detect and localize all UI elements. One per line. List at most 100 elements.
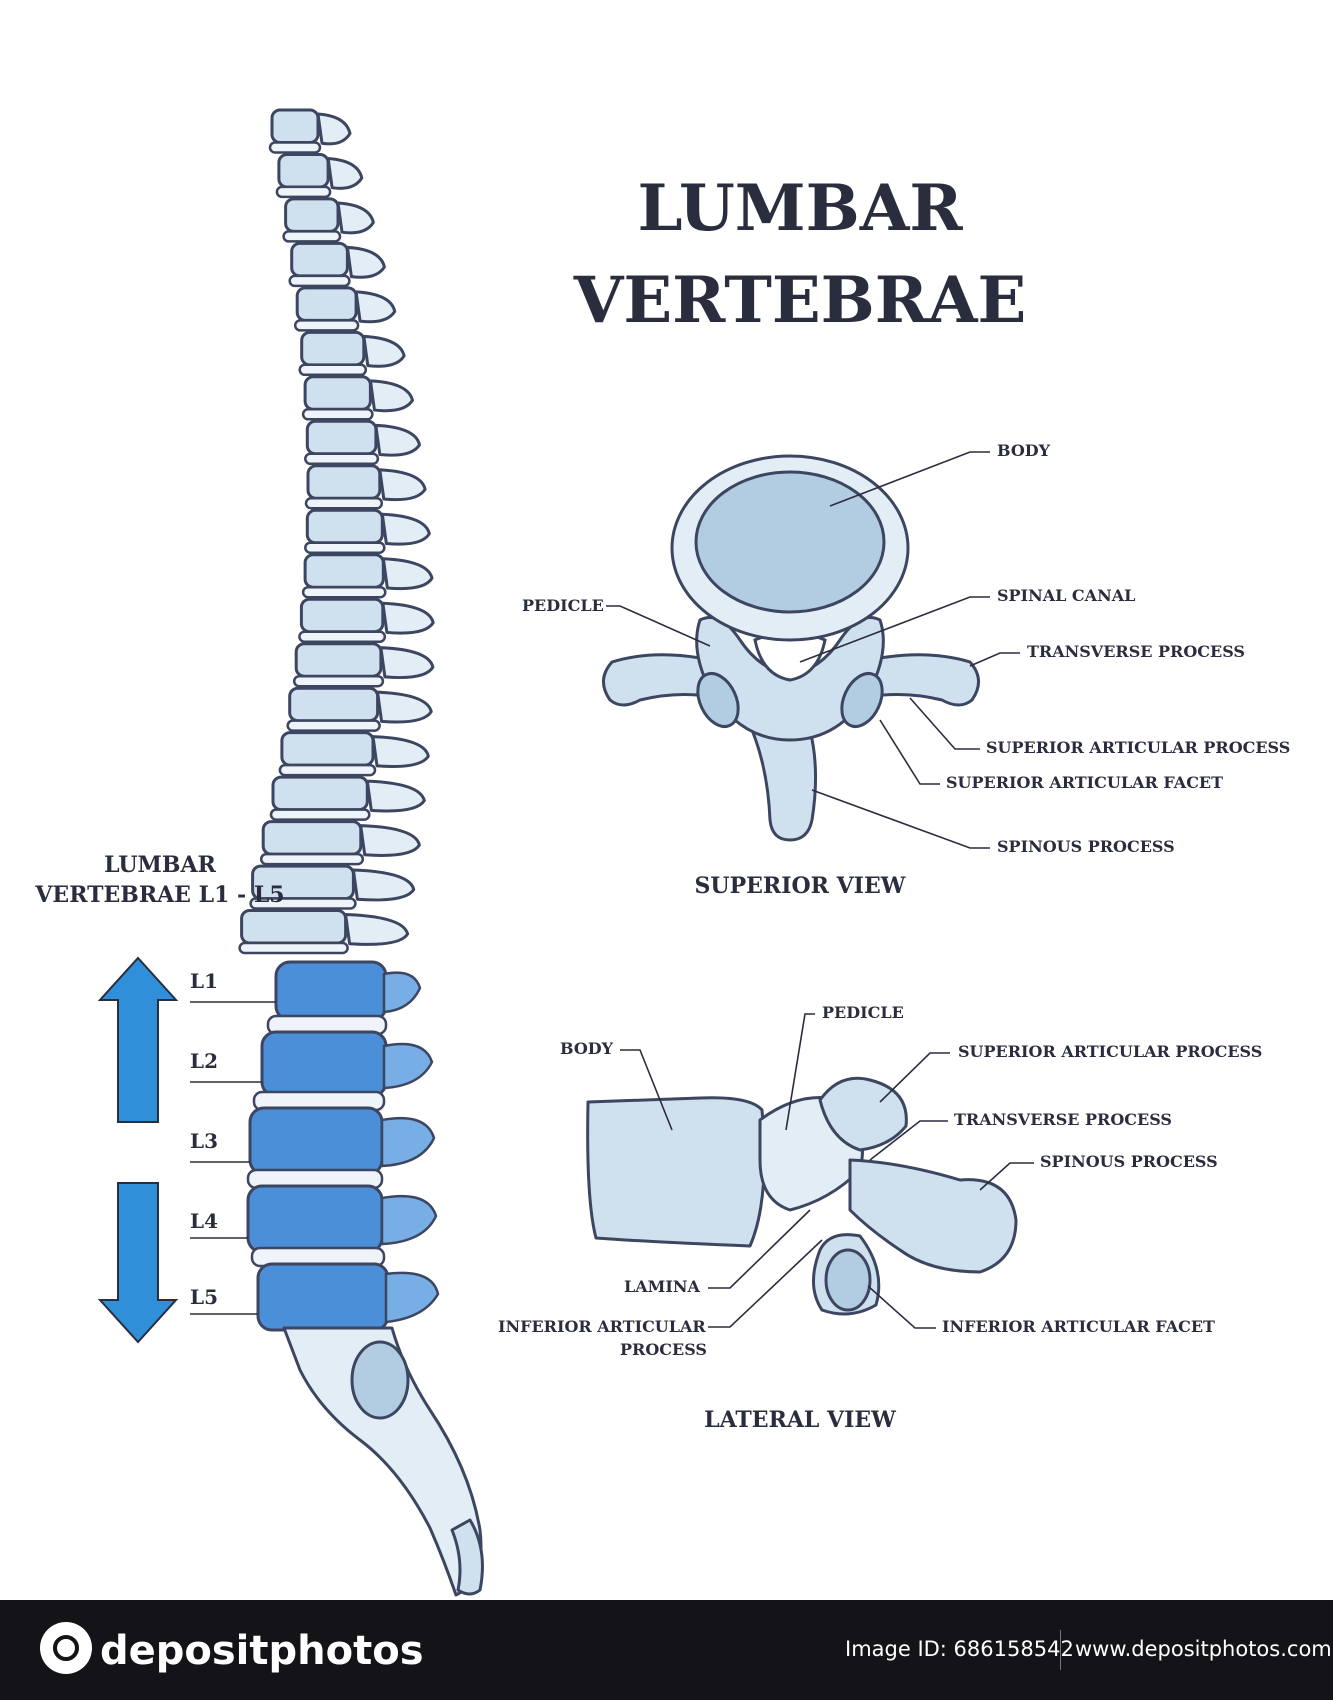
vertebra-upper [270, 108, 320, 144]
lat-label-inferior-articular-process-2: PROCESS [620, 1340, 707, 1359]
arrow-up-icon [97, 956, 179, 1123]
disc-upper [288, 274, 351, 288]
footer-url[interactable]: www.depositphotos.com [1075, 1637, 1332, 1661]
disc-upper [286, 719, 381, 732]
vertebra-upper [280, 731, 375, 767]
sacrum [282, 1326, 483, 1597]
lat-label-inferior-articular-process-1: INFERIOR ARTICULAR [498, 1317, 706, 1336]
footer-bar: depositphotos Image ID: 686158542 www.de… [0, 1600, 1333, 1700]
level-label-l1: L1 [190, 969, 218, 993]
lat-label-lamina: LAMINA [624, 1277, 700, 1296]
lat-label-superior-articular-process: SUPERIOR ARTICULAR PROCESS [958, 1042, 1262, 1061]
superior-view-caption: SUPERIOR VIEW [695, 873, 906, 899]
lat-label-inferior-articular-facet: INFERIOR ARTICULAR FACET [942, 1317, 1215, 1336]
footer-divider [1060, 1630, 1061, 1670]
spinous-process-upper [354, 290, 397, 324]
disc-upper [269, 808, 371, 821]
disc-upper [259, 852, 365, 866]
vertebra-upper [303, 553, 385, 589]
level-label-l5: L5 [190, 1285, 218, 1309]
vertebra-upper [290, 241, 349, 278]
vertebra-upper [305, 508, 384, 545]
level-label-l4: L4 [190, 1209, 218, 1233]
disc-upper [278, 763, 377, 777]
disc-upper [301, 585, 387, 599]
sup-label-superior-articular-process: SUPERIOR ARTICULAR PROCESS [986, 738, 1290, 757]
spinous-process-upper [379, 646, 435, 680]
sup-label-body: BODY [997, 441, 1051, 460]
vertebra-upper [261, 820, 363, 856]
disc-upper [238, 941, 349, 955]
vertebra-upper [240, 909, 348, 945]
vertebra-l2 [260, 1030, 388, 1098]
spinous-process-upper [381, 557, 434, 591]
vertebra-upper [295, 286, 358, 322]
vertebra-upper [300, 330, 366, 367]
vertebra-upper [288, 686, 380, 723]
vertebra-upper [306, 464, 382, 500]
spinous-process-upper [326, 156, 364, 190]
disc-upper [293, 319, 360, 332]
spinous-process-upper [381, 601, 435, 635]
disc-upper [301, 408, 374, 421]
lat-label-pedicle: PEDICLE [822, 1003, 904, 1022]
footer-image-id: Image ID: 686158542 [845, 1637, 1074, 1661]
arrow-down-icon [97, 1182, 179, 1344]
title-line-2: VERTEBRAE [573, 263, 1027, 338]
spinous-process-upper [371, 735, 430, 768]
depositphotos-logo-icon [40, 1622, 92, 1674]
spinous-process-upper [316, 112, 352, 146]
disc-upper [304, 452, 380, 466]
spinous-process-upper [351, 868, 416, 902]
sup-label-spinous-process: SPINOUS PROCESS [997, 837, 1175, 856]
vertebra-upper [299, 597, 385, 634]
lat-label-body: BODY [560, 1039, 614, 1058]
vertebra-l5 [256, 1262, 390, 1332]
vertebra-upper [277, 153, 330, 189]
spinous-process-upper [378, 468, 427, 502]
lateral-view-caption: LATERAL VIEW [704, 1407, 896, 1433]
vertebra-upper [294, 642, 383, 678]
vertebra-l3 [248, 1106, 384, 1176]
disc-upper [275, 185, 332, 199]
disc-upper [304, 541, 386, 554]
superior-view-illustration [602, 454, 980, 842]
spinous-process-upper [359, 824, 421, 857]
spinous-process-upper [380, 512, 431, 546]
vertebra-upper [303, 375, 372, 411]
spinous-process-upper [336, 201, 375, 235]
lumbar-segment [246, 960, 440, 1332]
disc-upper [249, 897, 357, 910]
spinous-process-upper [362, 334, 406, 368]
upper-spine [238, 108, 435, 955]
spinous-process-upper [344, 913, 410, 946]
vertebra-upper [271, 775, 369, 812]
spinous-process-upper [376, 690, 433, 724]
lat-label-spinous-process: SPINOUS PROCESS [1040, 1152, 1218, 1171]
footer-brand: depositphotos [100, 1628, 424, 1674]
sup-label-transverse-process: TRANSVERSE PROCESS [1027, 642, 1245, 661]
spine-region-label-2: VERTEBRAE L1 - L5 [34, 882, 284, 908]
disc-upper [268, 141, 322, 154]
sup-label-superior-articular-facet: SUPERIOR ARTICULAR FACET [946, 773, 1223, 792]
vertebra-upper [305, 419, 378, 456]
sup-label-pedicle: PEDICLE [522, 596, 604, 615]
disc-upper [292, 674, 385, 688]
spine-illustration [238, 108, 484, 1597]
vertebra-upper [284, 197, 340, 233]
disc-upper [298, 630, 387, 643]
vertebra-l4 [246, 1184, 384, 1254]
disc-upper [298, 363, 368, 377]
spinous-process-upper [365, 779, 426, 813]
spine-region-label-1: LUMBAR [104, 852, 216, 878]
level-label-l3: L3 [190, 1129, 218, 1153]
lateral-view-illustration [586, 1076, 1018, 1316]
lateral-body-shape [586, 1096, 766, 1248]
coccyx [450, 1518, 484, 1596]
spinous-process-upper [368, 379, 414, 413]
spinous-process-upper [345, 245, 386, 279]
level-label-l2: L2 [190, 1049, 218, 1073]
disc-upper [282, 230, 342, 243]
title-line-1: LUMBAR [637, 171, 963, 246]
